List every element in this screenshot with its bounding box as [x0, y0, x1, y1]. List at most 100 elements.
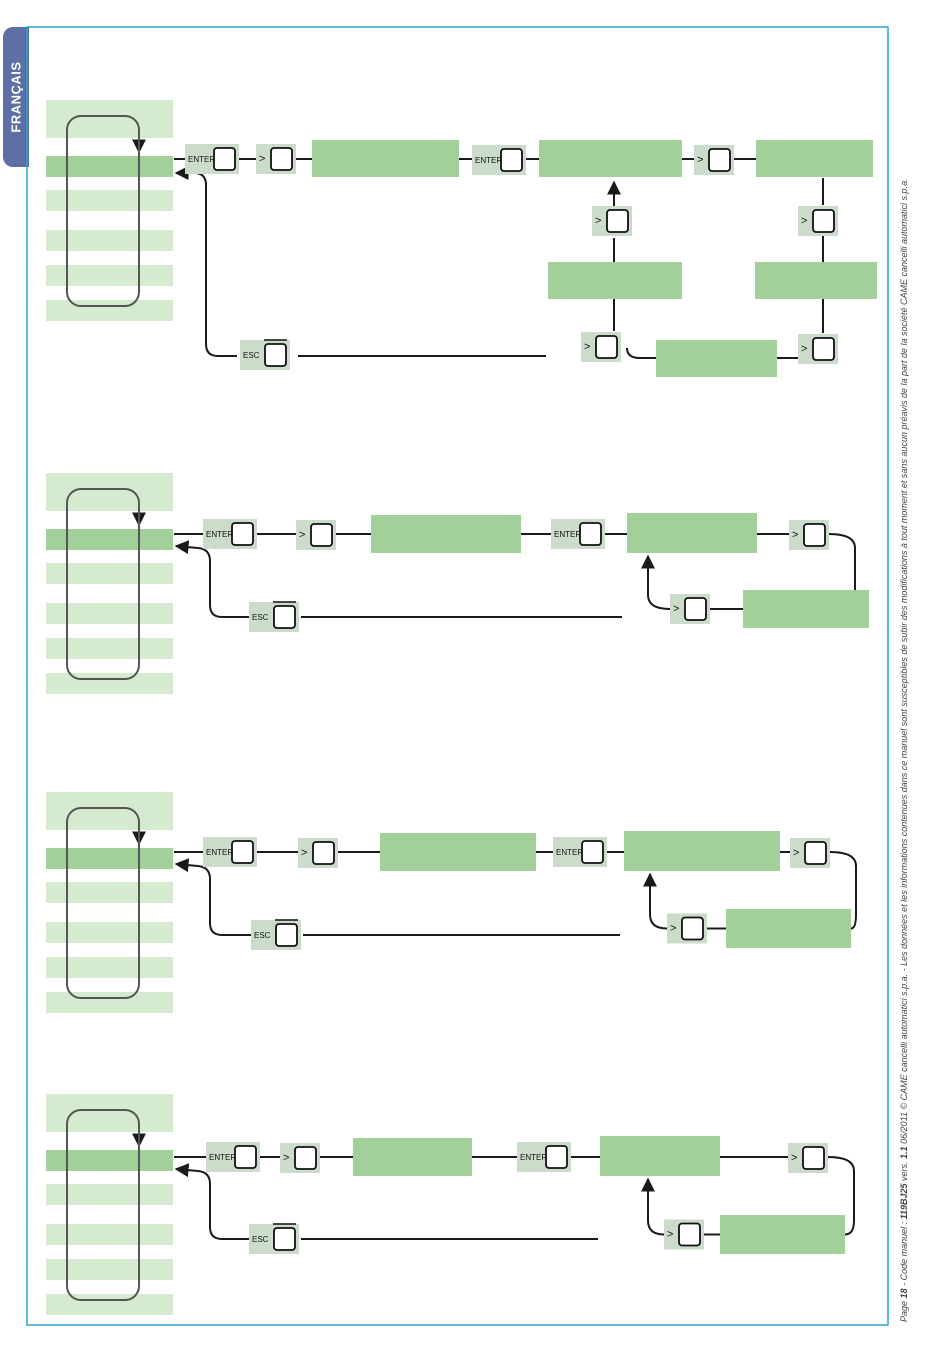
diagram-2-esc-key-square [273, 605, 296, 629]
diagram-1-bottom-chain [626, 347, 798, 359]
diagram-2-display-1 [371, 515, 521, 553]
diagram-4-enter-key-2[interactable]: ENTER [517, 1142, 571, 1172]
menu-1-item [46, 100, 173, 138]
diagram-3-next-key-3[interactable]: > [667, 913, 707, 944]
diagram-2-enter-key-1[interactable]: ENTER [203, 519, 257, 549]
diagram-1-next-key-2[interactable]: > [694, 145, 734, 175]
diagram-3-next-key-3-square [681, 916, 704, 941]
diagram-2-enter-key-1-square [231, 522, 254, 546]
diagram-2-return-arrow [174, 540, 249, 618]
menu-3-item [46, 882, 173, 903]
diagram-3-next-key-1-label: > [301, 847, 307, 859]
diagram-1-esc-key-square [264, 343, 287, 367]
menu-3-item [46, 792, 173, 830]
diagram-3-enter-key-1[interactable]: ENTER [203, 837, 257, 867]
menu-4-item [46, 1094, 173, 1132]
diagram-1-esc-key[interactable]: ESC [240, 339, 290, 370]
diagram-4-next-key-1[interactable]: > [280, 1143, 320, 1173]
menu-2-scroll-loop [66, 488, 140, 680]
diagram-3-loop-line [829, 851, 857, 930]
diagram-2-next-key-3-label: > [673, 603, 679, 615]
diagram-1-enter-key-2-square [500, 148, 523, 172]
diagram-2-enter-key-2-square [579, 522, 602, 546]
diagram-1-next-key-1[interactable]: > [256, 144, 296, 174]
diagram-4-display-1 [353, 1138, 472, 1176]
diagram-3-enter-key-2[interactable]: ENTER [553, 837, 607, 867]
menu-3-item [46, 957, 173, 978]
footer-page-word: Page [899, 1300, 909, 1322]
diagram-4-esc-key[interactable]: ESC [249, 1223, 299, 1254]
diagram-3-enter-key-1-label: ENTER [206, 848, 233, 857]
diagram-4-next-key-2-label: > [791, 1152, 797, 1164]
diagram-2-display-3 [743, 590, 869, 628]
diagram-2-next-key-2-label: > [792, 529, 798, 541]
menu-1-item [46, 300, 173, 321]
diagram-3-next-key-2[interactable]: > [790, 838, 830, 868]
menu-1-scroll-loop [66, 115, 140, 307]
footer-version-word: vers. [899, 1161, 909, 1181]
diagram-3-up-arrow [643, 872, 668, 930]
menu-4-selected-item [46, 1150, 173, 1171]
menu-3-selected-item [46, 848, 173, 869]
footer-version: 1.1 [899, 1146, 909, 1159]
diagram-1-next-key-6-label: > [801, 343, 807, 355]
menu-2-item [46, 673, 173, 694]
diagram-3-esc-key-square [275, 923, 298, 947]
diagram-1-enter-key-1[interactable]: ENTER [185, 144, 239, 174]
footer-code: 119BJ25 [899, 1183, 909, 1220]
menu-4-item [46, 1294, 173, 1315]
diagram-1-esc-key-label: ESC [243, 351, 260, 360]
diagram-3-enter-key-2-square [581, 840, 604, 864]
diagram-1-enter-key-2-label: ENTER [475, 156, 502, 165]
diagram-4-display-3 [720, 1215, 845, 1254]
diagram-4-next-key-2-square [802, 1146, 825, 1170]
diagram-1-display-2 [539, 140, 682, 177]
diagram-2-next-key-1-square [310, 523, 333, 547]
menu-4-scroll-loop [66, 1109, 140, 1301]
diagram-1-next-key-3-label: > [595, 215, 601, 227]
diagram-2-enter-key-1-label: ENTER [206, 530, 233, 539]
diagram-1-return-arrow [174, 166, 237, 357]
diagram-1-display-3 [756, 140, 873, 177]
language-tab: FRANÇAIS [3, 27, 29, 167]
diagram-1-next-key-3[interactable]: > [592, 206, 632, 236]
diagram-2-next-key-1[interactable]: > [296, 520, 336, 550]
menu-1-selected-item [46, 156, 173, 177]
diagram-1-next-key-5[interactable]: > [581, 332, 621, 362]
diagram-4-next-key-3-square [678, 1222, 701, 1247]
diagram-4-next-key-3[interactable]: > [664, 1219, 704, 1250]
diagram-4-enter-key-1-label: ENTER [209, 1153, 236, 1162]
footer-page-number: 18 [899, 1288, 909, 1299]
footer-code-prefix: - Code manuel : [899, 1221, 909, 1286]
diagram-3-display-1 [380, 833, 536, 871]
diagram-1-enter-key-1-label: ENTER [188, 155, 215, 164]
diagram-2-next-key-3[interactable]: > [670, 594, 710, 624]
diagram-3-next-key-2-label: > [793, 847, 799, 859]
diagram-2-enter-key-2[interactable]: ENTER [551, 519, 605, 549]
menu-4-item [46, 1224, 173, 1245]
menu-3-scroll-loop [66, 807, 140, 999]
page-frame [26, 26, 889, 1326]
diagram-4-enter-key-2-square [545, 1145, 568, 1169]
diagram-2-esc-key[interactable]: ESC [249, 601, 299, 632]
diagram-1-enter-key-1-square [213, 147, 236, 171]
diagram-1-next-key-6[interactable]: > [798, 334, 838, 364]
menu-1-item [46, 190, 173, 211]
diagram-3-next-key-3-label: > [670, 923, 676, 935]
diagram-4-enter-key-1[interactable]: ENTER [206, 1142, 260, 1172]
diagram-3-next-key-1[interactable]: > [298, 838, 338, 868]
diagram-3-next-key-2-square [804, 841, 827, 865]
diagram-1-display-4 [548, 262, 682, 299]
page-footer: Page 18 - Code manuel : 119BJ25 vers. 1.… [899, 178, 909, 1322]
diagram-4-next-key-2[interactable]: > [788, 1143, 828, 1173]
diagram-1-next-key-5-label: > [584, 341, 590, 353]
diagram-1-enter-key-2[interactable]: ENTER [472, 145, 526, 175]
diagram-1-next-key-4[interactable]: > [798, 206, 838, 236]
diagram-1-display-6 [656, 340, 777, 377]
diagram-2-next-key-2[interactable]: > [789, 520, 829, 550]
diagram-3-esc-key[interactable]: ESC [251, 919, 301, 950]
diagram-3-esc-key-label: ESC [254, 931, 271, 940]
diagram-1-next-key-2-label: > [697, 154, 703, 166]
diagram-2-next-key-1-label: > [299, 529, 305, 541]
